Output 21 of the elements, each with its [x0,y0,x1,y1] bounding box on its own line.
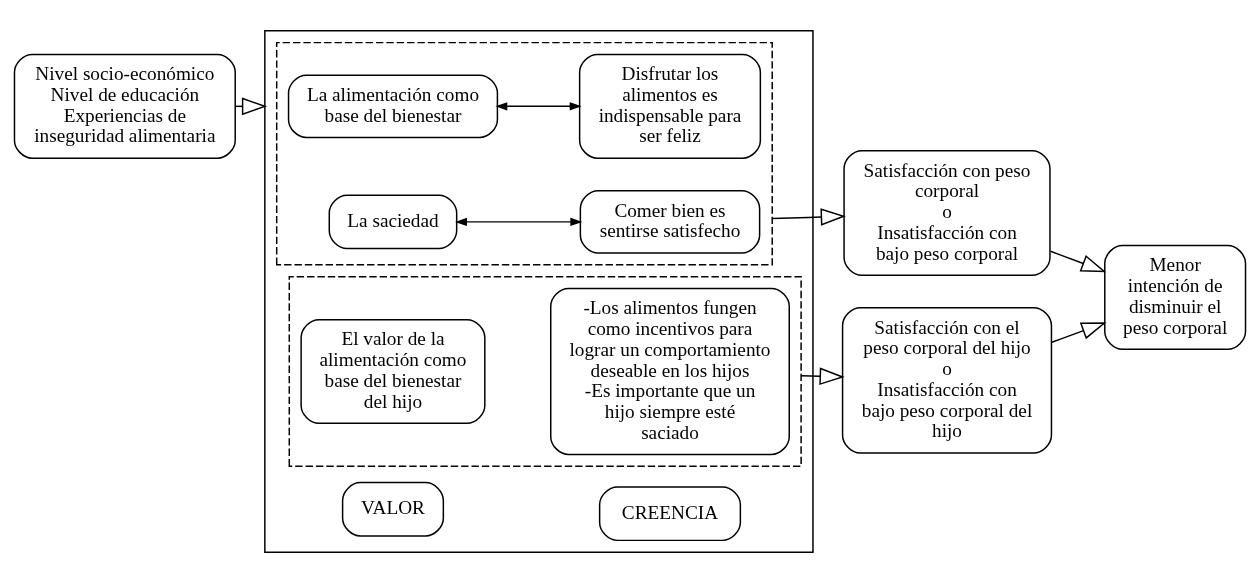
node-box: Menor intención de disminuir el peso corporal [1104,244,1247,350]
node-box: Disfrutar los alimentos es indispensable para ser feliz [578,53,762,159]
arrow [495,102,582,111]
arrow [1049,250,1107,273]
cluster [288,275,802,468]
node-box: El valor de la alimentación como base del bienestar del hijo [300,318,486,425]
node-box: -Los alimentos fungen como incentivos para lograr un comportamiento deseable en los hijos -Es importante que un hijo siempre esté saciado [550,287,790,456]
arrow [771,208,846,226]
arrow [800,367,845,386]
node-box: Nivel socio-económico Nivel de educación Experiencias de inseguridad alimentaria [13,53,236,159]
node-box: La saciedad [328,194,458,250]
node-box: Satisfacción con el peso corporal del hijo o Insatisfacción con bajo peso corporal del hijo [841,307,1053,454]
cluster [275,41,773,266]
cluster [264,30,814,553]
arrow [455,217,583,227]
node-box: Comer bien es sentirse satisfecho [579,190,761,254]
node-box: Satisfacción con peso corporal o Insatisfacción con bajo peso corporal [843,150,1051,276]
arrow [1051,322,1107,344]
node-box: La alimentación como base del bienestar [287,74,499,139]
node-box: VALOR [341,481,445,537]
node-box: CREENCIA [598,486,742,542]
